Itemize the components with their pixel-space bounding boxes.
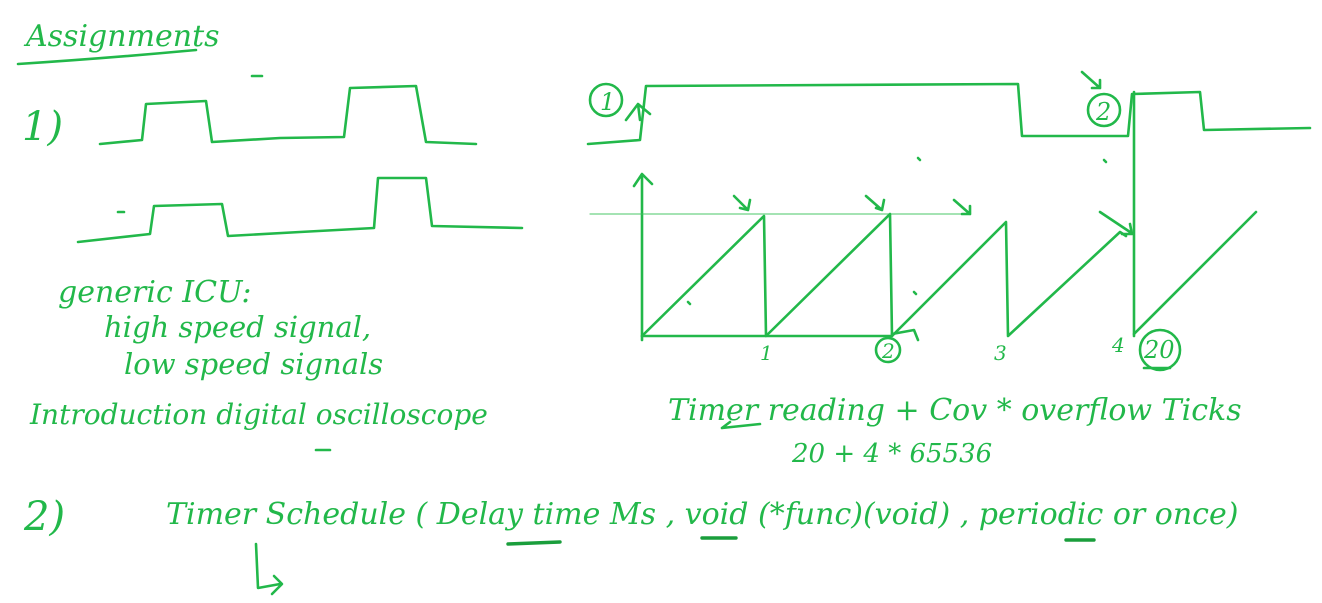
pulse-waveform-bottom xyxy=(76,176,524,244)
overflow-marker-2: 2 xyxy=(881,339,895,363)
underline-delay xyxy=(506,540,562,546)
heading-underline xyxy=(16,48,198,66)
sawtooth-tick-2 xyxy=(864,194,886,212)
item1-number: 1) xyxy=(22,104,63,150)
count-20-circle xyxy=(1138,328,1182,372)
dot-d xyxy=(916,156,922,162)
overflow-marker-3: 3 xyxy=(994,341,1007,365)
marker-1-arrow xyxy=(624,102,652,122)
marker-1-circle xyxy=(588,82,624,118)
y-axis-arrow xyxy=(632,172,654,342)
pulse-waveform-top xyxy=(98,84,478,146)
dot-c xyxy=(1102,158,1108,164)
marker-1-label: 1 xyxy=(600,88,615,116)
sawtooth-tick-1 xyxy=(732,194,752,212)
note-line-2: high speed signal, xyxy=(104,310,371,344)
overflow-marker-4: 4 xyxy=(1111,333,1125,357)
formula-underline xyxy=(720,420,762,430)
note-line-3: low speed signals xyxy=(124,347,383,381)
dot-b xyxy=(912,290,918,296)
note-line-4: Introduction digital oscilloscope xyxy=(29,398,488,431)
overflow-marker-1: 1 xyxy=(760,341,773,365)
capture-arrow xyxy=(1098,210,1134,236)
sawtooth-tick-3 xyxy=(952,198,972,216)
marker-2-circle xyxy=(1086,92,1122,128)
input-signal xyxy=(586,82,1312,146)
sawtooth-wave xyxy=(640,212,1128,338)
formula-line-2: 20 + 4 * 65536 xyxy=(791,439,992,469)
overflow-arrow xyxy=(890,328,920,342)
note-line-1: generic ICU: xyxy=(58,275,251,310)
overflow-marker-2-circle xyxy=(874,336,902,364)
item2-bracket-arrow xyxy=(254,542,284,596)
marker-2-arrow xyxy=(1080,70,1102,90)
item2-text: Timer Schedule ( Delay time Ms , void (*… xyxy=(166,497,1238,532)
dot-a xyxy=(686,300,692,306)
item2-number: 2) xyxy=(23,494,65,540)
reset-sawtooth xyxy=(1132,210,1258,336)
formula-line-1: Timer reading + Cov * overflow Ticks xyxy=(668,393,1242,428)
marker-2-label: 2 xyxy=(1095,98,1111,126)
count-20-label: 20 xyxy=(1143,336,1175,364)
heading: Assignments xyxy=(23,19,220,54)
